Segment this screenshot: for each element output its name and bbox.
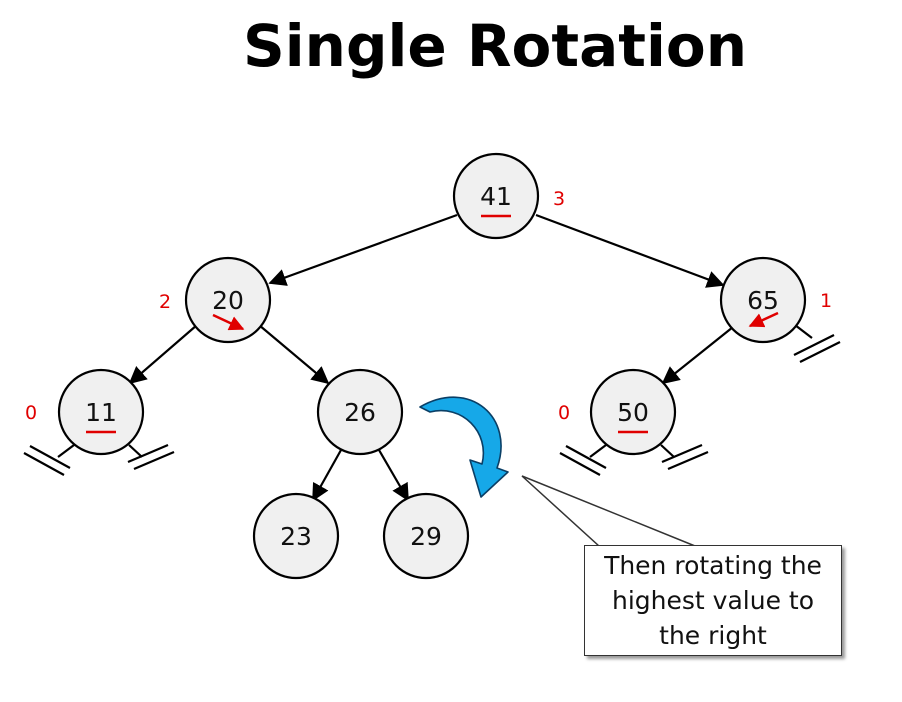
- node-label: 20: [212, 286, 244, 315]
- callout-box: Then rotating the highest value to the r…: [584, 545, 842, 656]
- edge-41-20: [268, 213, 458, 286]
- balance-factors: 3 2 1 0 0: [25, 188, 832, 424]
- tree-node-26: 26: [316, 368, 404, 456]
- balance-factor-20: 2: [159, 291, 171, 313]
- node-circle: [589, 368, 677, 456]
- edge-41-65: [535, 213, 725, 288]
- rotation-arrow-icon: [419, 396, 509, 498]
- callout-pointer: [521, 475, 696, 547]
- tree-node-23: 23: [252, 492, 340, 580]
- edge-26-29: [378, 449, 409, 502]
- node-label: 29: [410, 522, 442, 551]
- tree-edges: [128, 213, 734, 502]
- null-pointer-icon: [559, 444, 607, 476]
- node-circle: [719, 256, 807, 344]
- tree-node-65: 65: [719, 256, 807, 344]
- null-pointer-icon: [793, 324, 841, 363]
- node-label: 23: [280, 522, 312, 551]
- node-label: 26: [344, 398, 376, 427]
- balance-factor-11: 0: [25, 402, 37, 424]
- null-pointer-icon: [127, 443, 175, 471]
- node-circle: [57, 368, 145, 456]
- tree-node-29: 29: [382, 492, 470, 580]
- edge-20-26: [258, 324, 330, 385]
- node-label: 11: [85, 398, 117, 427]
- node-circle: [452, 152, 540, 240]
- node-circle: [252, 492, 340, 580]
- node-circle: [382, 492, 470, 580]
- tree-node-11: 11: [57, 368, 145, 456]
- tree-node-20: 20: [184, 256, 272, 344]
- diagram-title: Single Rotation: [243, 12, 747, 80]
- balance-factor-65: 1: [820, 290, 832, 312]
- edge-65-50: [661, 326, 734, 385]
- null-symbols: [23, 324, 841, 476]
- node-circle: [316, 368, 404, 456]
- null-pointer-icon: [23, 444, 75, 476]
- callout-text: Then rotating the highest value to the r…: [604, 551, 822, 650]
- edge-26-23: [312, 449, 342, 502]
- node-label: 41: [480, 182, 512, 211]
- heavy-direction-arrow-icon: [212, 313, 245, 331]
- edge-20-11: [128, 324, 198, 385]
- balance-factor-50: 0: [558, 402, 570, 424]
- balance-factor-41: 3: [553, 188, 565, 210]
- node-label: 65: [747, 286, 779, 315]
- null-pointer-icon: [660, 443, 709, 471]
- tree-node-41: 41: [452, 152, 540, 240]
- heavy-direction-arrow-icon: [748, 311, 779, 328]
- node-circle: [184, 256, 272, 344]
- node-label: 50: [617, 398, 649, 427]
- tree-node-50: 50: [589, 368, 677, 456]
